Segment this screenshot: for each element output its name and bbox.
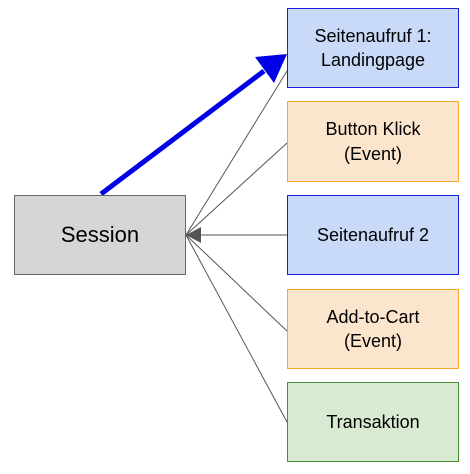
transaction-label: Transaktion: [326, 411, 420, 432]
connector-page1: [185, 70, 288, 236]
connector-trans: [185, 234, 288, 423]
transaction-node: Transaktion: [287, 382, 459, 462]
session-label: Session: [60, 222, 140, 248]
connector-btn: [185, 142, 288, 236]
add-to-cart-event-label: Add-to-Cart (Event): [326, 306, 420, 351]
connector-cart: [185, 234, 288, 332]
add-to-cart-event-node: Add-to-Cart (Event): [287, 289, 459, 369]
session-node: Session: [14, 195, 186, 275]
pageview-2-node: Seitenaufruf 2: [287, 195, 459, 275]
pageview-2-label: Seitenaufruf 2: [316, 224, 430, 245]
connector-join-arrowhead: [186, 227, 201, 243]
pageview-1-landingpage-label: Seitenaufruf 1: Landingpage: [314, 25, 432, 70]
highlight-arrow-shaft: [99, 69, 266, 196]
button-click-event-node: Button Klick (Event): [287, 101, 459, 182]
button-click-event-label: Button Klick (Event): [325, 119, 421, 164]
highlight-arrowhead: [255, 54, 287, 83]
pageview-1-landingpage-node: Seitenaufruf 1: Landingpage: [287, 8, 459, 88]
